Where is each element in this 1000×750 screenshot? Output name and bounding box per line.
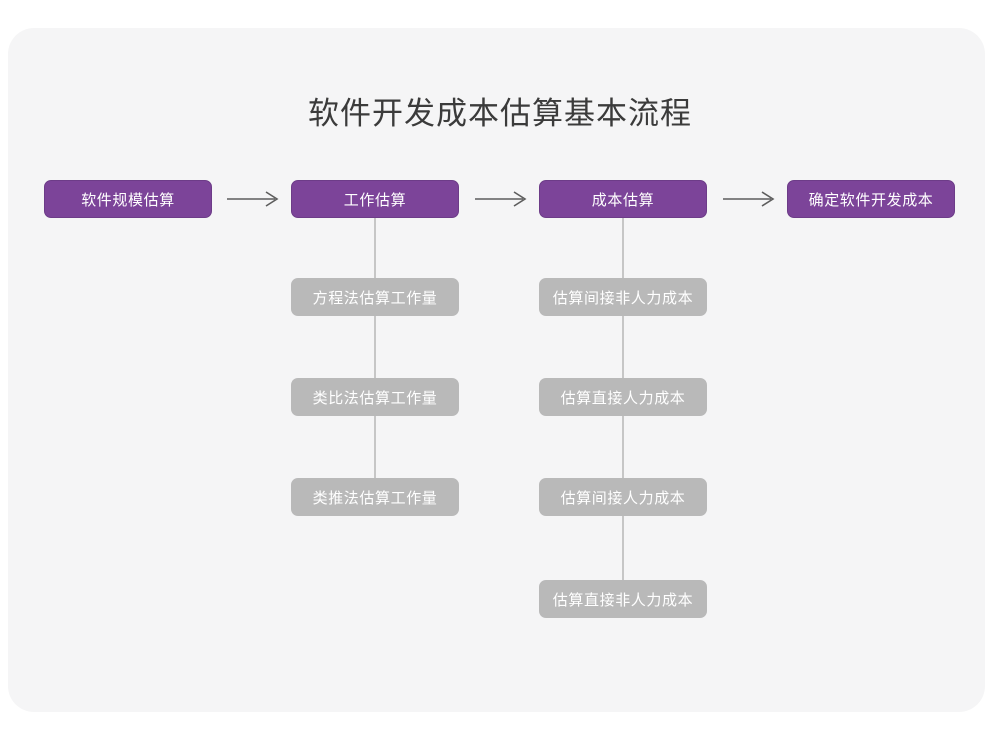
stage-node-1[interactable]: 软件规模估算 <box>44 180 212 218</box>
substep-node-2-1[interactable]: 方程法估算工作量 <box>291 278 459 316</box>
page-title: 软件开发成本估算基本流程 <box>308 96 692 131</box>
substep-node-2-3-label: 类推法估算工作量 <box>312 489 438 507</box>
stage-node-2[interactable]: 工作估算 <box>291 180 459 218</box>
arrow-1-icon <box>222 185 286 213</box>
substep-node-3-1[interactable]: 估算间接非人力成本 <box>539 278 707 316</box>
substep-node-3-2[interactable]: 估算直接人力成本 <box>539 378 707 416</box>
arrow-2-icon <box>470 185 534 213</box>
arrow-3-icon <box>718 185 782 213</box>
substep-node-2-2-label: 类比法估算工作量 <box>312 389 438 407</box>
substep-node-2-2[interactable]: 类比法估算工作量 <box>291 378 459 416</box>
stage-node-4[interactable]: 确定软件开发成本 <box>787 180 955 218</box>
substep-node-3-4-label: 估算直接非人力成本 <box>552 591 694 609</box>
stage-node-4-label: 确定软件开发成本 <box>808 191 934 209</box>
substep-node-2-1-label: 方程法估算工作量 <box>312 289 438 307</box>
substep-node-3-3[interactable]: 估算间接人力成本 <box>539 478 707 516</box>
substep-node-3-1-label: 估算间接非人力成本 <box>552 289 694 307</box>
substep-node-3-3-label: 估算间接人力成本 <box>560 489 686 507</box>
diagram-card <box>8 28 985 712</box>
substep-node-2-3[interactable]: 类推法估算工作量 <box>291 478 459 516</box>
stage-node-3-label: 成本估算 <box>591 191 655 209</box>
stage-node-3[interactable]: 成本估算 <box>539 180 707 218</box>
substep-node-3-2-label: 估算直接人力成本 <box>560 389 686 407</box>
stage-node-1-label: 软件规模估算 <box>81 191 175 209</box>
stage-node-2-label: 工作估算 <box>343 191 407 209</box>
substep-node-3-4[interactable]: 估算直接非人力成本 <box>539 580 707 618</box>
connector-line-stage-2 <box>374 210 376 510</box>
